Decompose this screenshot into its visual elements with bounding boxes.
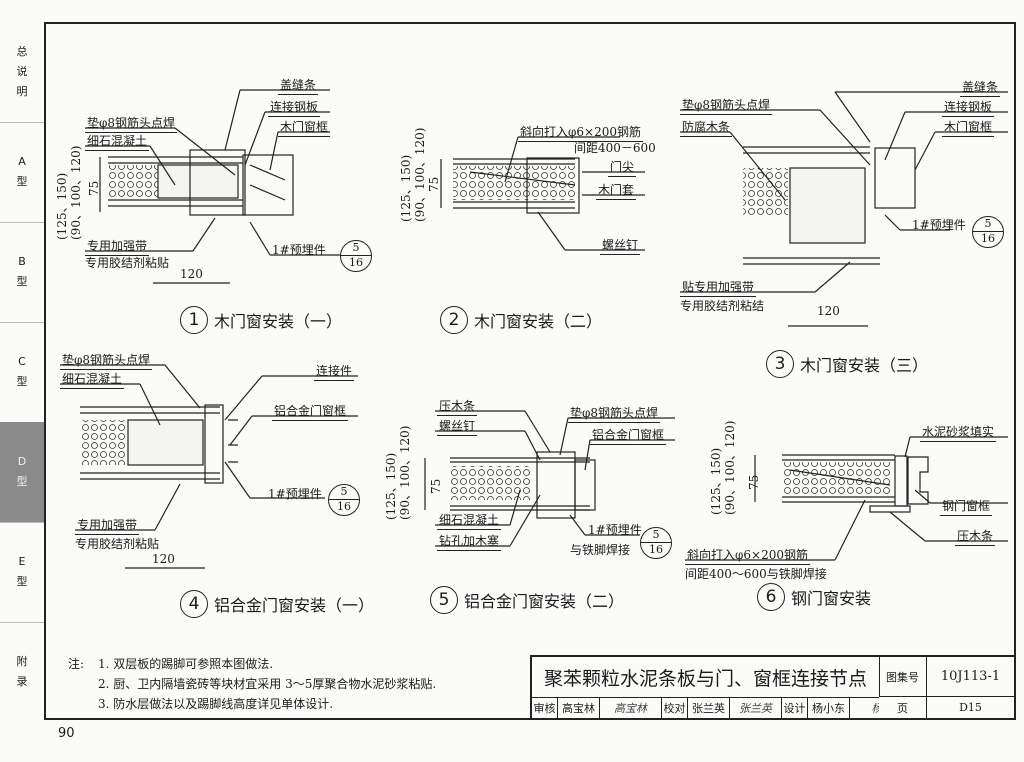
d2-label-spacing: 间距400－600 — [574, 141, 656, 155]
d5-thickness-a: (125、150) — [384, 452, 398, 520]
d6-thickness-a: (125、150) — [709, 447, 723, 515]
page-code: D15 — [959, 701, 982, 714]
d5-label-iron-weld: 与铁脚焊接 — [570, 543, 631, 557]
d6-thickness-b: (90、100、120) — [723, 420, 737, 515]
detail-3-drawing — [680, 91, 1008, 327]
d4-label-connector: 连接件 — [314, 362, 355, 381]
notes-prefix: 注: — [68, 657, 85, 671]
d2-label-door-casing: 木门套 — [596, 181, 637, 200]
designer-name: 杨小东 — [808, 697, 850, 718]
d5-label-press-strip: 压木条 — [437, 397, 478, 416]
side-tab-appendix[interactable]: 附 录 — [16, 655, 28, 688]
d2-label-door-tip: 门尖 — [608, 158, 637, 177]
d3-label-reinforce-band: 贴专用加强带 — [680, 278, 757, 297]
d5-label-wood-plug: 钻孔加木塞 — [437, 532, 502, 551]
d3-label-steel-plate: 连接钢板 — [942, 98, 995, 117]
d2-label-screw: 螺丝钉 — [600, 236, 641, 255]
d3-label-embed: 1#预埋件 — [912, 218, 966, 232]
d4-label-adhesive: 专用胶结剂粘贴 — [75, 537, 160, 551]
d6-label-press-strip: 压木条 — [955, 527, 996, 546]
d1-label-wood-frame: 木门窗框 — [278, 118, 331, 137]
d4-label-concrete: 细石混凝土 — [60, 370, 125, 389]
atlas-number: 10J113-1 — [927, 657, 1014, 697]
d4-label-reinforce-band: 专用加强带 — [75, 516, 140, 535]
d1-label-cover-strip: 盖缝条 — [278, 76, 319, 95]
checker-signature: 张兰英 — [730, 697, 782, 718]
d4-dim-120: 120 — [152, 552, 175, 566]
notes: 注: 1. 双层板的踢脚可参照本图做法. 2. 厨、卫内隔墙瓷砖等块材宜采用 3～… — [68, 654, 436, 714]
detail-1-drawing — [85, 89, 340, 284]
side-tab-b[interactable]: B 型 — [0, 222, 44, 323]
d3-label-wood-strip: 防腐木条 — [680, 118, 733, 137]
d5-label-embed: 1#预埋件 — [588, 523, 642, 537]
checker-name: 张兰英 — [688, 697, 730, 718]
d6-label-mortar: 水泥砂浆填实 — [920, 423, 997, 442]
detail-5-drawing — [424, 410, 675, 547]
d6-dim-75: 75 — [747, 474, 761, 490]
d1-label-steel-plate: 连接钢板 — [268, 98, 321, 117]
d3-label-adhesive: 专用胶结剂粘结 — [680, 299, 765, 313]
d6-label-rebar: 斜向打入φ6×200钢筋 — [685, 546, 810, 565]
check-label: 校对 — [662, 697, 688, 718]
d4-label-alu-frame: 铝合金门窗框 — [272, 402, 349, 421]
d4-label-weld: 垫φ8钢筋头点焊 — [60, 351, 153, 370]
d2-dim-75: 75 — [427, 176, 441, 192]
d1-dim-120: 120 — [180, 267, 203, 281]
d5-label-weld: 垫φ8钢筋头点焊 — [568, 404, 661, 423]
d6-label-spacing: 间距400～600与铁脚焊接 — [685, 567, 827, 581]
d3-label-wood-frame: 木门窗框 — [942, 118, 995, 137]
reviewer-name: 高宝林 — [558, 697, 600, 718]
title-block: 聚苯颗粒水泥条板与门、窗框连接节点 图集号 10J113-1 审核 高宝林 高宝… — [530, 655, 1016, 720]
side-tab-a[interactable]: A 型 — [0, 122, 44, 223]
drawing-title: 聚苯颗粒水泥条板与门、窗框连接节点 — [532, 657, 880, 698]
d1-label-concrete: 细石混凝土 — [85, 132, 150, 151]
design-label: 设计 — [782, 697, 808, 718]
page-number: 90 — [58, 726, 75, 741]
detail-2-drawing — [440, 136, 645, 251]
reviewer-signature: 高宝林 — [600, 697, 662, 718]
d3-label-cover-strip: 盖缝条 — [960, 78, 1001, 97]
note-item: 1. 双层板的踢脚可参照本图做法. — [98, 657, 274, 671]
atlas-label: 图集号 — [879, 657, 927, 697]
d3-dim-120: 120 — [817, 304, 840, 318]
d4-label-embed: 1#预埋件 — [268, 487, 322, 501]
d2-label-rebar: 斜向打入φ6×200钢筋 — [518, 123, 643, 142]
d2-thickness-a: (125、150) — [399, 154, 413, 222]
d1-thickness-a: (125、150) — [55, 172, 69, 240]
d1-label-adhesive: 专用胶结剂粘贴 — [85, 256, 170, 270]
detail-4-drawing — [60, 364, 358, 569]
d5-dim-75: 75 — [429, 478, 443, 494]
d5-label-screw: 螺丝钉 — [437, 417, 478, 436]
side-tab-d[interactable]: D 型 — [0, 422, 44, 523]
d1-label-reinforce-band: 专用加强带 — [85, 237, 150, 256]
d5-thickness-b: (90、100、120) — [398, 425, 412, 520]
side-tab-e[interactable]: E 型 — [0, 522, 44, 623]
d1-dim-75: 75 — [87, 180, 101, 196]
page-label: 页 — [879, 697, 927, 718]
d5-label-alu-frame: 铝合金门窗框 — [590, 426, 667, 445]
d1-label-weld: 垫φ8钢筋头点焊 — [85, 114, 178, 133]
detail-6-drawing — [685, 436, 1008, 561]
note-item: 3. 防水层做法以及踢脚线高度详见单体设计. — [98, 697, 334, 711]
side-tab-general[interactable]: 总 说 明 — [0, 22, 44, 123]
d5-label-concrete: 细石混凝土 — [437, 511, 502, 530]
d1-label-embed: 1#预埋件 — [272, 243, 326, 257]
d3-label-weld: 垫φ8钢筋头点焊 — [680, 96, 773, 115]
d2-thickness-b: (90、100、120) — [413, 127, 427, 222]
d6-label-steel-frame: 钢门窗框 — [940, 497, 993, 516]
note-item: 2. 厨、卫内隔墙瓷砖等块材宜采用 3～5厚聚合物水泥砂浆粘贴. — [98, 677, 437, 691]
review-label: 审核 — [532, 697, 558, 718]
d1-thickness-b: (90、100、120) — [69, 145, 83, 240]
